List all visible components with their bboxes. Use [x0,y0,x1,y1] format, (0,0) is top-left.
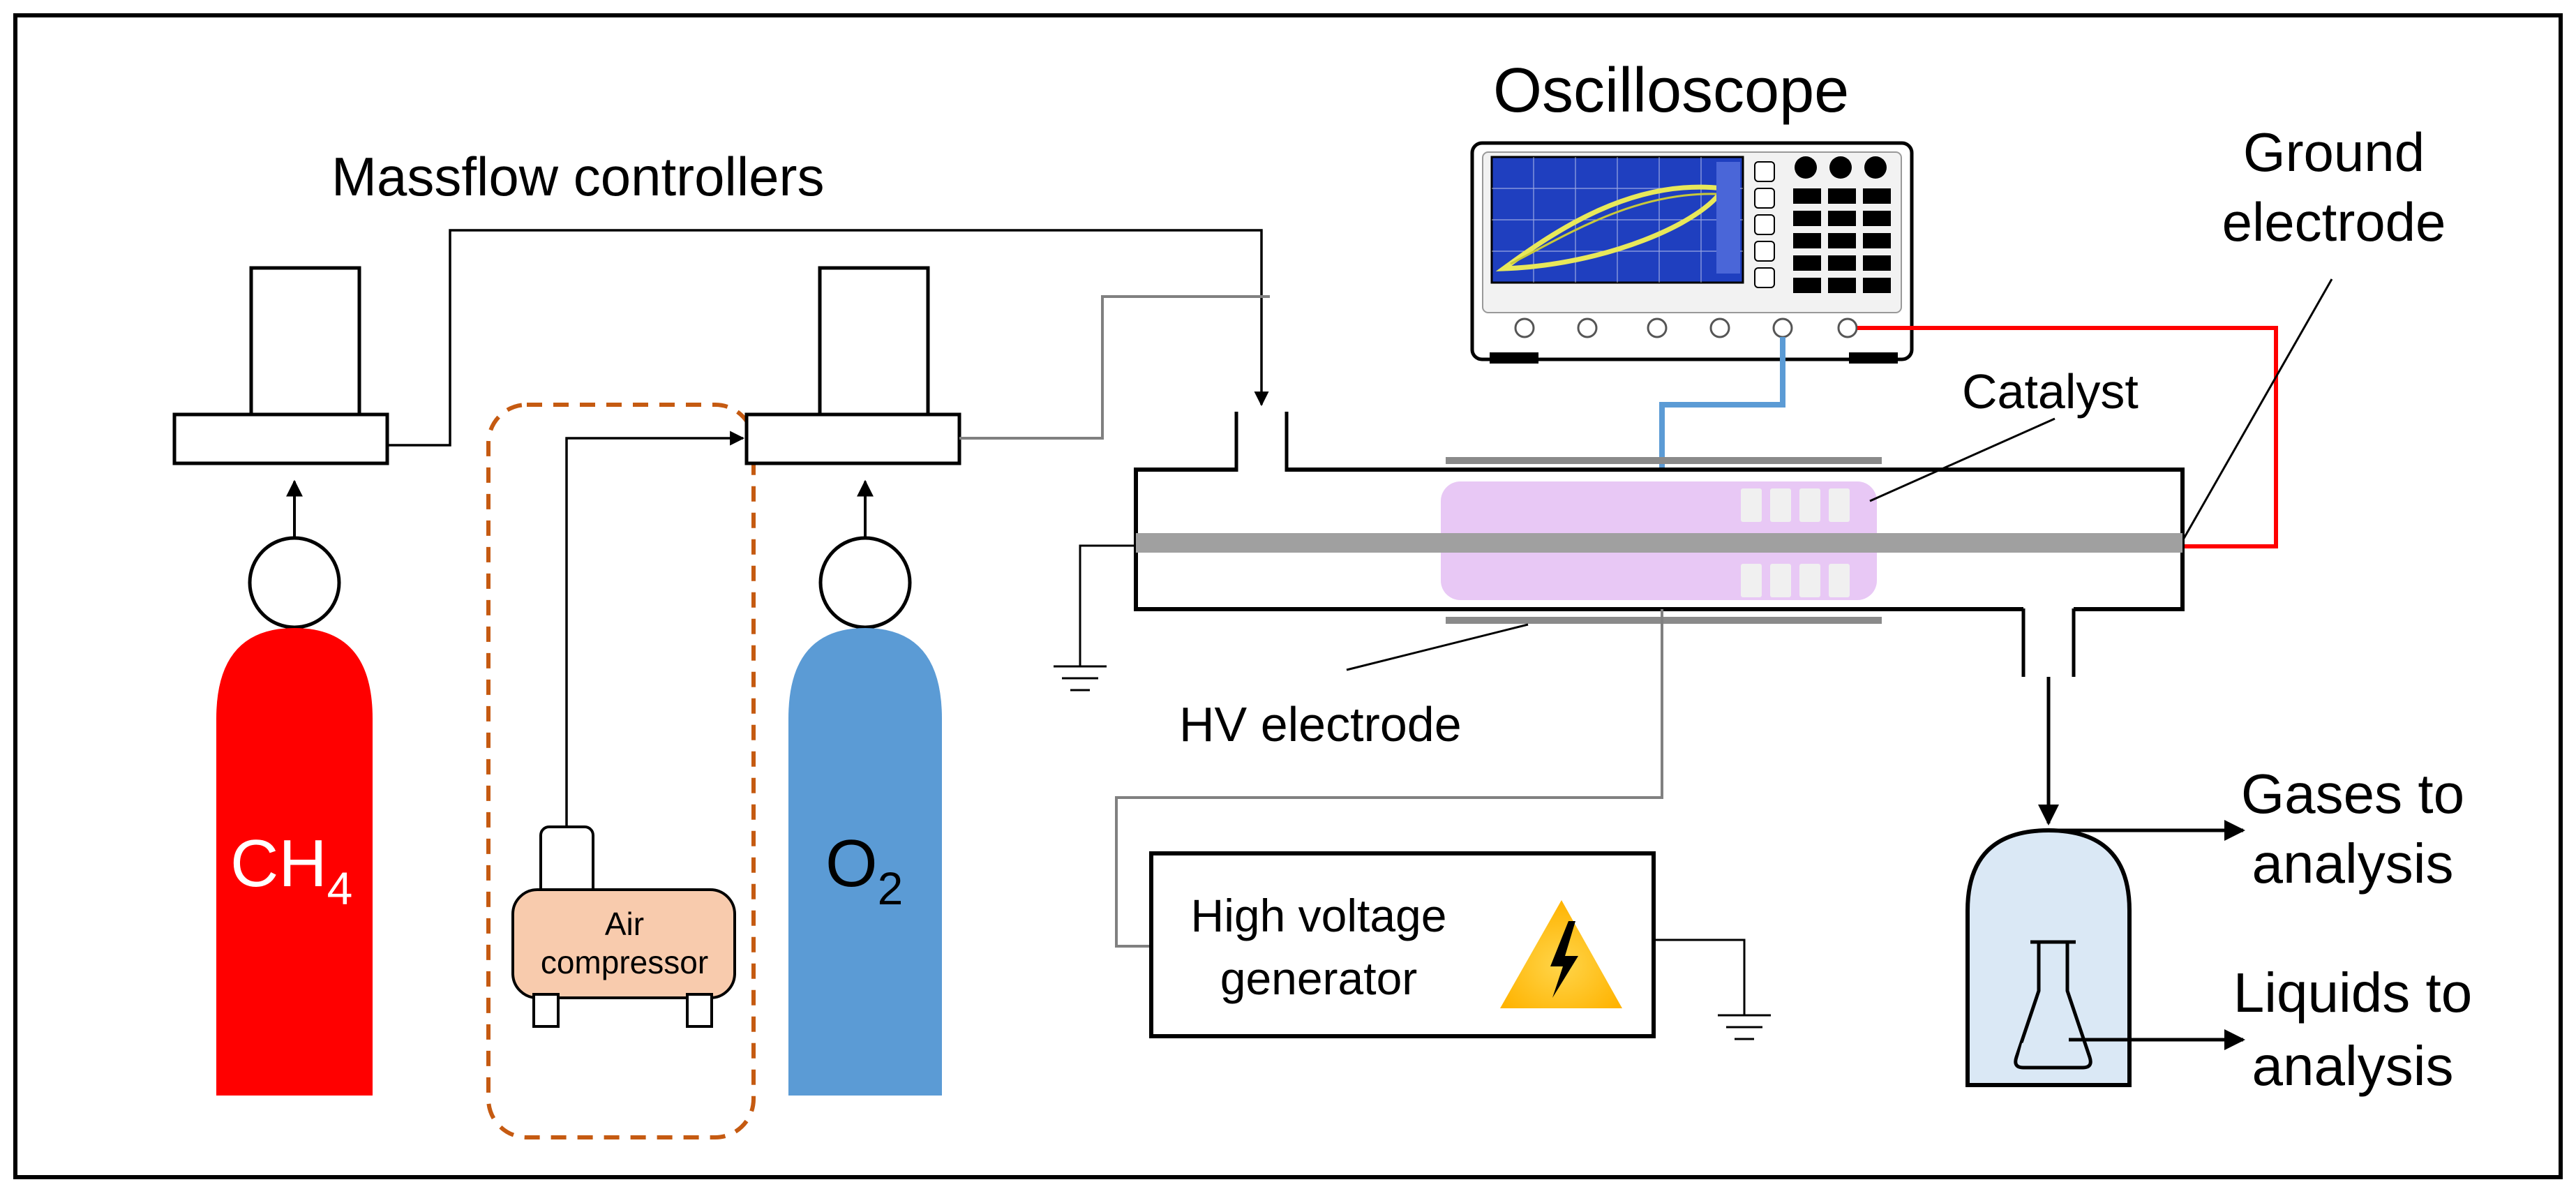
ch4-feed-line [387,229,1269,447]
hv-probe-wire [1659,337,1785,483]
air-compressor-label-2: compressor [541,944,708,980]
ground-icon [1054,544,1136,692]
hv-generator-label-2: generator [1220,952,1418,1004]
label-ground-electrode-1: Ground [2243,121,2425,183]
hv-supply-line [1115,609,1663,948]
lightning-bolt-icon [1500,900,1622,1008]
air-feed-line [565,431,745,827]
air-compressor-dashed-outline [486,403,756,1139]
ch4-pressure-gauge [248,536,341,629]
label-catalyst: Catalyst [1962,364,2139,419]
reactor-inlet [1236,412,1287,515]
ch4-cylinder [216,628,373,1096]
ground-electrode-rod [1136,533,2182,553]
air-compressor-label-1: Air [605,906,644,942]
oscilloscope [1470,141,1914,364]
ch4-label: CH4 [230,826,352,914]
reactor-outlet [2023,583,2074,677]
o2-massflow-controller [744,266,961,465]
ground-electrode-wire [1857,326,2278,548]
catalyst-pellets [1741,488,1850,597]
label-gases-2: analysis [2252,832,2453,895]
o2-label: O2 [825,826,903,914]
o2-cylinder [788,628,942,1096]
label-liquids-2: analysis [2252,1035,2453,1097]
label-liquids-1: Liquids to [2233,962,2472,1024]
label-hv-electrode: HV electrode [1179,697,1462,752]
label-massflow-controllers: Massflow controllers [331,146,825,207]
erlenmeyer-flask-icon [2014,940,2092,1070]
hv-electrode-top [1446,457,1882,464]
air-compressor: Air compressor [511,825,736,1028]
ground-icon [1654,939,1771,1040]
label-gases-1: Gases to [2241,763,2464,825]
label-ground-electrode-2: electrode [2222,191,2446,253]
o2-pressure-gauge [818,536,912,629]
high-voltage-generator: High voltage generator [1149,851,1656,1038]
label-oscilloscope: Oscilloscope [1493,56,1849,126]
ch4-massflow-controller [172,266,389,465]
o2-feed-line [959,295,1270,440]
reactor-tube [1134,412,2185,677]
hv-electrode-bottom [1446,617,1882,624]
hv-generator-label-1: High voltage [1191,890,1447,941]
